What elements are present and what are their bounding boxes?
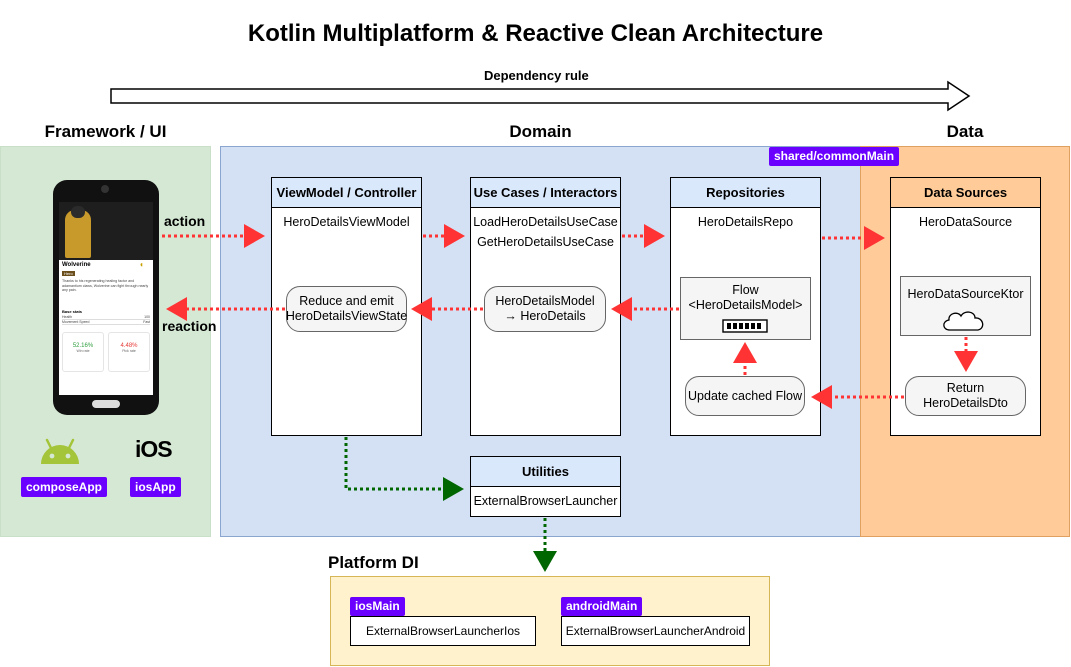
base-stats-label: Base stats bbox=[62, 309, 83, 314]
hero-description: Thanks to his regenerating healing facto… bbox=[62, 279, 149, 293]
composeapp-tag: composeApp bbox=[21, 477, 108, 497]
section-title-framework: Framework / UI bbox=[44, 122, 167, 141]
section-title-domain: Domain bbox=[509, 122, 572, 141]
cloud-icon bbox=[943, 311, 984, 331]
usecase-item: GetHeroDetailsUseCase bbox=[477, 235, 614, 249]
camera-icon bbox=[101, 185, 109, 193]
usecases-header: Use Cases / Interactors bbox=[471, 178, 620, 208]
action-label: action bbox=[164, 213, 206, 229]
usecase-item: LoadHeroDetailsUseCase bbox=[473, 215, 618, 229]
utilities-item: ExternalBrowserLauncher bbox=[473, 494, 618, 508]
ios-logo-icon: iOS bbox=[135, 436, 173, 462]
android-impl-box: ExternalBrowserLauncherAndroid bbox=[561, 616, 750, 646]
dependency-rule-label: Dependency rule bbox=[484, 68, 589, 83]
viewmodel-header: ViewModel / Controller bbox=[272, 178, 421, 208]
utilities-column: Utilities ExternalBrowserLauncher bbox=[470, 456, 621, 517]
ios-impl-box: ExternalBrowserLauncherIos bbox=[350, 616, 536, 646]
win-rate-card: 52.16% Win rate bbox=[62, 332, 104, 372]
utilities-header: Utilities bbox=[471, 457, 620, 487]
phone-mockup: Wolverine Hero ◖ Thanks to his regenerat… bbox=[53, 180, 159, 415]
android-logo-icon bbox=[41, 438, 79, 464]
datasource-item: HeroDataSource bbox=[918, 215, 1013, 229]
hero-banner bbox=[59, 202, 153, 260]
iosmain-tag: iosMain bbox=[350, 597, 405, 616]
diagram-title: Kotlin Multiplatform & Reactive Clean Ar… bbox=[247, 20, 824, 47]
repository-item: HeroDetailsRepo bbox=[697, 215, 794, 229]
shared-commonmain-tag: shared/commonMain bbox=[769, 147, 900, 166]
datasources-header: Data Sources bbox=[891, 178, 1040, 208]
reaction-label: reaction bbox=[162, 318, 217, 334]
hero-image bbox=[65, 210, 91, 258]
memory-chip-icon bbox=[722, 319, 768, 333]
viewmodel-item: HeroDetailsViewModel bbox=[283, 215, 410, 229]
iosapp-tag: iosApp bbox=[130, 477, 181, 497]
hero-badge: Hero bbox=[62, 271, 75, 276]
section-title-data: Data bbox=[946, 122, 984, 141]
hero-name: Wolverine bbox=[62, 262, 91, 268]
pick-rate-card: 4.48% Pick rate bbox=[108, 332, 150, 372]
section-title-platform-di: Platform DI bbox=[328, 553, 419, 572]
bookmark-icon[interactable]: ◖ bbox=[139, 260, 144, 269]
home-button[interactable] bbox=[92, 400, 120, 408]
repositories-header: Repositories bbox=[671, 178, 820, 208]
androidmain-tag: androidMain bbox=[561, 597, 643, 616]
update-cached-flow-pill: Update cached Flow bbox=[685, 376, 805, 416]
phone-screen: Wolverine Hero ◖ Thanks to his regenerat… bbox=[59, 202, 153, 395]
model-mapping-pill: HeroDetailsModel→ HeroDetails bbox=[484, 286, 606, 332]
